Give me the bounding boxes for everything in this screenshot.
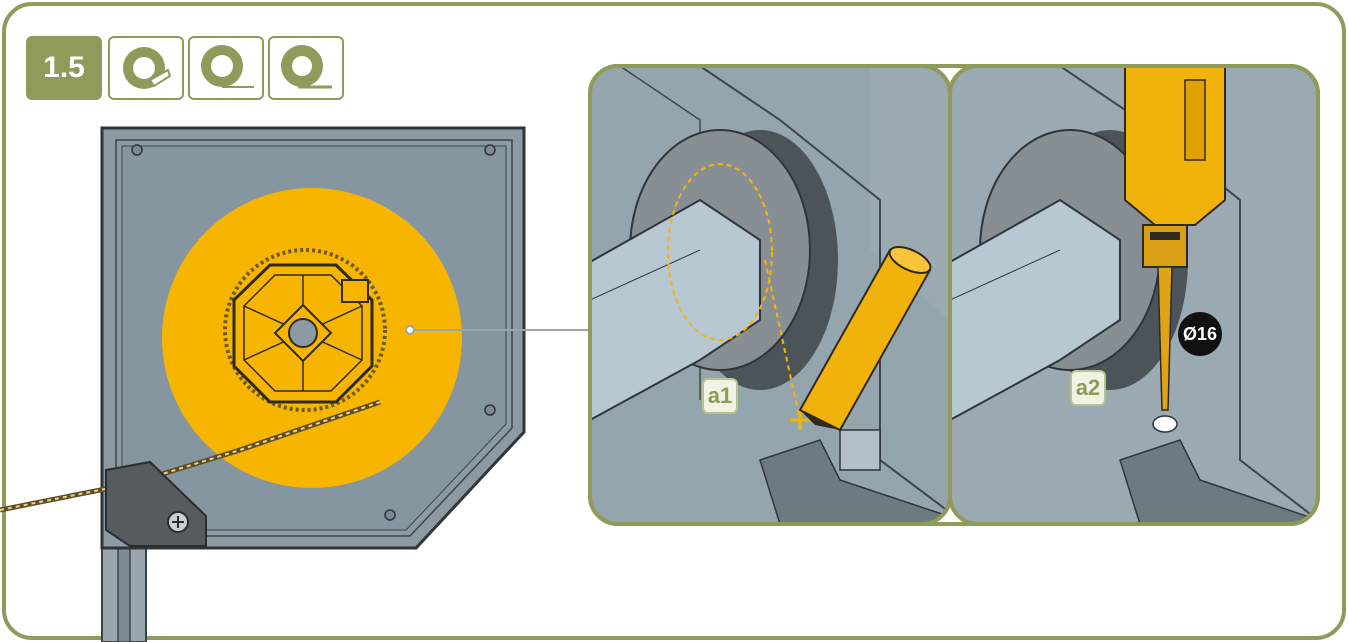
tape-roll-tight-end-graphic <box>281 45 332 89</box>
marker-pen <box>798 246 932 432</box>
tape-roll-loose-end-icon <box>108 36 184 100</box>
shaft-a1 <box>590 198 761 422</box>
drill-diameter-badge: Ø16 <box>1178 312 1222 356</box>
drill-bit <box>1157 266 1173 411</box>
shaft-a2 <box>950 198 1121 422</box>
power-drill <box>1124 66 1226 411</box>
tape-roll-flat-end-graphic <box>201 45 254 88</box>
drilled-hole <box>1152 415 1178 433</box>
step-number-badge: 1.5 <box>26 36 102 100</box>
callout-a1: a1 <box>702 378 738 414</box>
tape-roll-loose-end-graphic <box>123 47 172 89</box>
callout-a2: a2 <box>1070 370 1106 406</box>
detail-panel-a1 <box>590 66 950 524</box>
detail-panel-a2 <box>950 66 1318 524</box>
tape-roll-tight-end-icon <box>268 36 344 100</box>
mark-outline <box>667 163 773 341</box>
tape-roll-flat-end-icon <box>188 36 264 100</box>
